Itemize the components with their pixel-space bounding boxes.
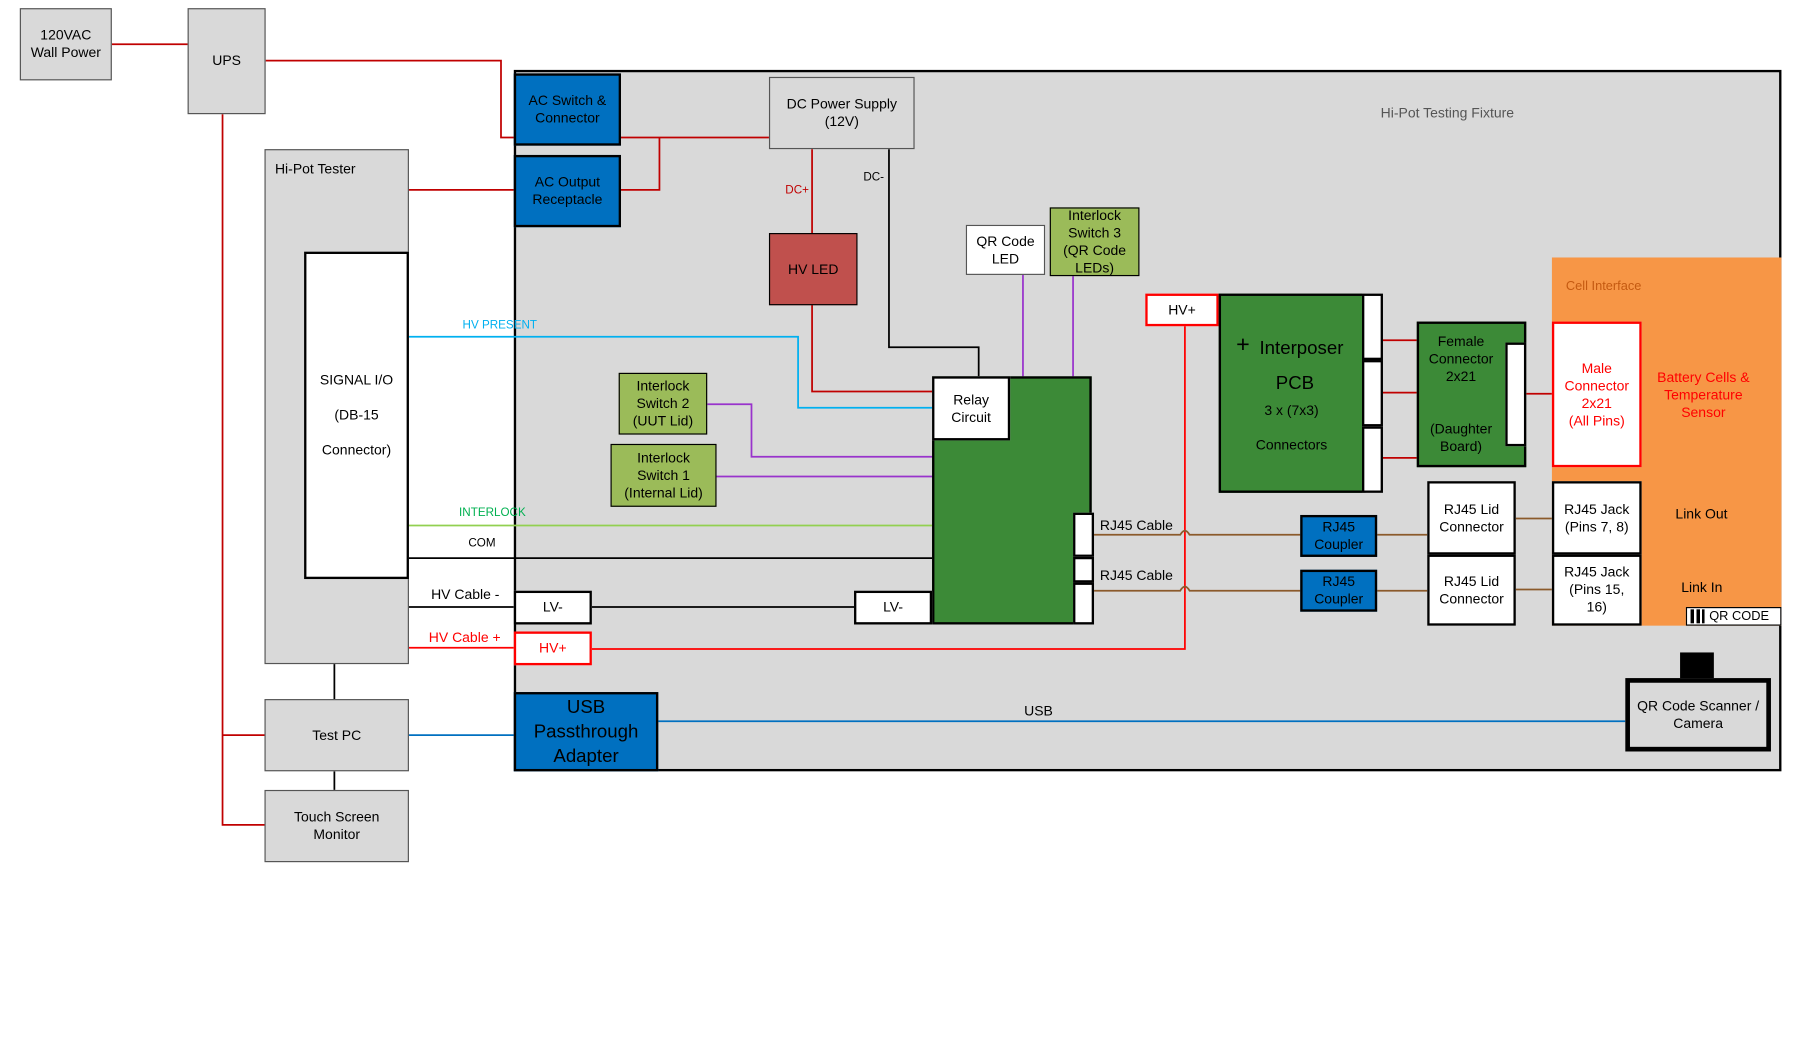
qr-code-label: QR CODE <box>1709 608 1770 623</box>
interposer-sub-label: 3 x (7x3) Connectors <box>1255 401 1328 453</box>
usb-passthrough-adapter: USB Passthrough Adapter <box>513 692 659 772</box>
interposer-pcb-block <box>1218 293 1366 493</box>
rj45-lid-connector-2: RJ45 Lid Connector <box>1427 554 1516 626</box>
hv-plus-bottom-box: HV+ <box>513 631 592 666</box>
test-pc-block: Test PC <box>264 699 409 772</box>
usb-label: USB <box>1024 702 1053 719</box>
touch-screen-monitor-block: Touch Screen Monitor <box>264 789 409 863</box>
female-connector-pins <box>1505 342 1527 447</box>
hv-cable-minus-label: HV Cable - <box>431 586 500 603</box>
interposer-connector-1 <box>1362 293 1383 361</box>
hv-present-label: HV PRESENT <box>462 319 538 333</box>
relay-board <box>932 376 1092 625</box>
lv-minus-right-box: LV- <box>854 590 933 625</box>
qr-code-scanner-block: QR Code Scanner / Camera <box>1625 678 1771 752</box>
interlock-label: INTERLOCK <box>459 506 526 520</box>
ac-output-receptacle-block: AC Output Receptacle <box>513 154 621 228</box>
ups-to-pc-wire <box>221 114 265 826</box>
interposer-title: Interposer <box>1259 339 1344 359</box>
rj45-cable-2-wire <box>1094 585 1301 592</box>
wall-power-block: 120VAC Wall Power <box>19 8 112 81</box>
dc-plus-label: DC+ <box>785 184 809 197</box>
interlock-switch-1-block: Interlock Switch 1 (Internal Lid) <box>610 443 717 507</box>
ac-output-to-switch-wire <box>620 137 661 191</box>
rj45-cable-1-wire <box>1094 529 1301 536</box>
interlock-switch-3-block: Interlock Switch 3 (QR Code LEDs) <box>1049 207 1140 277</box>
interlock2-wire <box>707 403 933 458</box>
rj45-coupler-1: RJ45 Coupler <box>1300 514 1378 557</box>
hipot-tester-title: Hi-Pot Tester <box>274 160 356 178</box>
rj45-cable-2-label: RJ45 Cable <box>1099 567 1173 584</box>
hv-cable-plus-label: HV Cable + <box>428 629 501 646</box>
relay-rj45-port-1 <box>1073 512 1095 557</box>
qr-scanner-lens <box>1680 652 1714 679</box>
link-out-label: Link Out <box>1675 505 1728 522</box>
rj45-jack-1: RJ45 Jack (Pins 7, 8) <box>1551 481 1642 555</box>
dc-minus-wire <box>888 149 980 377</box>
relay-circuit-block: Relay Circuit <box>932 376 1011 441</box>
link-in-label: Link In <box>1681 579 1723 596</box>
signal-io-connector: SIGNAL I/O (DB-15 Connector) <box>304 251 409 580</box>
rj45-cable-1-label: RJ45 Cable <box>1099 517 1173 534</box>
male-connector-block: Male Connector 2x21 (All Pins) <box>1551 321 1642 468</box>
interlock-switch-2-block: Interlock Switch 2 (UUT Lid) <box>618 372 708 435</box>
relay-rj45-port-3 <box>1073 582 1095 625</box>
hv-plus-top-box: HV+ <box>1145 293 1219 327</box>
dc-power-supply-block: DC Power Supply (12V) <box>768 76 915 150</box>
lv-minus-left-box: LV- <box>513 590 592 625</box>
hv-present-wire <box>408 335 933 409</box>
qr-code-led-block: QR Code LED <box>965 224 1046 275</box>
rj45-coupler-2: RJ45 Coupler <box>1300 569 1378 612</box>
interposer-connector-3 <box>1362 426 1383 493</box>
com-label: COM <box>468 537 496 550</box>
qr-code-tag: QR CODE <box>1685 607 1782 626</box>
ac-switch-block: AC Switch & Connector <box>513 73 621 146</box>
interposer-connector-2 <box>1362 360 1383 427</box>
dc-minus-label: DC- <box>863 171 885 185</box>
battery-cells-label: Battery Cells & Temperature Sensor <box>1657 368 1750 421</box>
hv-led-to-relay-wire <box>811 304 933 393</box>
rj45-jack-2: RJ45 Jack (Pins 15, 16) <box>1551 554 1642 626</box>
ups-block: UPS <box>187 8 266 115</box>
qr-code-icon <box>1690 609 1705 624</box>
relay-rj45-port-2 <box>1073 556 1095 583</box>
interposer-pcb-label: PCB <box>1275 373 1315 394</box>
rj45-lid-connector-1: RJ45 Lid Connector <box>1427 481 1516 555</box>
cell-interface-title: Cell Interface <box>1565 279 1642 294</box>
fixture-title: Hi-Pot Testing Fixture <box>1380 104 1515 122</box>
interposer-plus: + <box>1236 332 1250 358</box>
hv-led-block: HV LED <box>768 233 858 306</box>
